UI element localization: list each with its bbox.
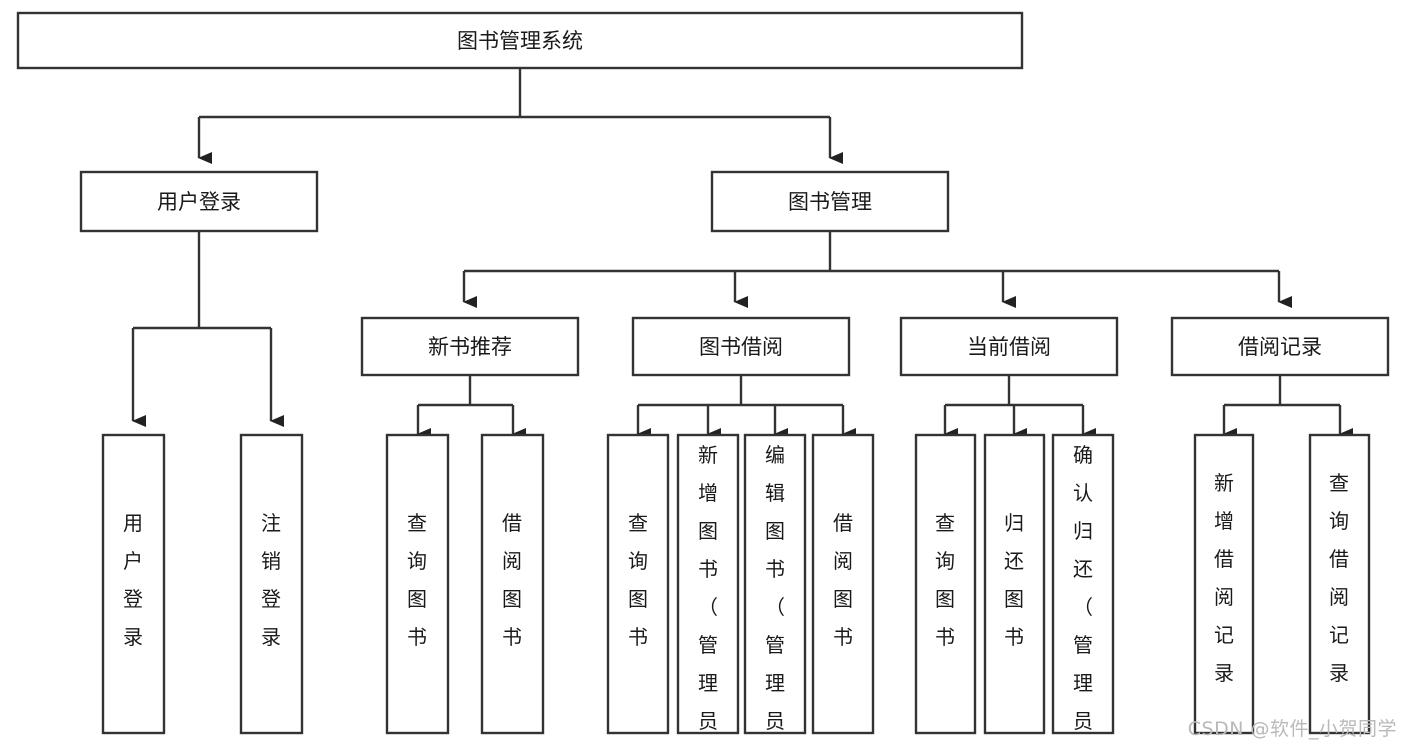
node-leaf-query-book-1-box	[385, 433, 450, 735]
node-leaf-edit-book[interactable]: 编辑图书（管理员）	[743, 433, 807, 751]
node-new-book-rec-label: 新书推荐	[428, 335, 512, 359]
node-leaf-add-record-box	[1193, 433, 1255, 735]
node-leaf-confirm-return[interactable]: 确认归还（管理员）	[1051, 433, 1115, 751]
node-leaf-user-login-label: 用户登录	[123, 511, 143, 649]
node-leaf-query-book-2-box	[606, 433, 670, 735]
node-leaf-return-book-box	[983, 433, 1046, 735]
node-leaf-add-record[interactable]: 新增借阅记录	[1193, 433, 1255, 735]
node-leaf-return-book[interactable]: 归还图书	[983, 433, 1046, 735]
node-leaf-add-record-label: 新增借阅记录	[1214, 471, 1234, 685]
node-leaf-query-book-3[interactable]: 查询图书	[914, 433, 977, 735]
node-leaf-add-book[interactable]: 新增图书（管理员）	[676, 433, 740, 751]
node-leaf-borrow-book-2-box	[811, 433, 875, 735]
node-root[interactable]: 图书管理系统	[16, 11, 1024, 70]
node-root-label: 图书管理系统	[457, 29, 583, 53]
node-book-manage[interactable]: 图书管理	[710, 170, 950, 233]
node-book-borrow-label: 图书借阅	[699, 335, 783, 359]
node-leaf-query-book-3-label: 查询图书	[935, 511, 955, 649]
node-root-box	[16, 11, 1024, 70]
node-current-borrow-box	[899, 316, 1119, 377]
node-leaf-borrow-book-1[interactable]: 借阅图书	[480, 433, 545, 735]
node-leaf-borrow-book-1-label: 借阅图书	[502, 511, 522, 649]
node-current-borrow[interactable]: 当前借阅	[899, 316, 1119, 377]
node-new-book-rec[interactable]: 新书推荐	[360, 316, 580, 377]
node-leaf-user-login-box	[101, 433, 166, 735]
node-borrow-record[interactable]: 借阅记录	[1170, 316, 1390, 377]
node-leaf-query-record-label: 查询借阅记录	[1329, 471, 1349, 685]
connector-group-current-borrow	[943, 375, 1096, 440]
connector-group-borrow-record	[1222, 375, 1353, 440]
node-borrow-record-box	[1170, 316, 1390, 377]
node-leaf-query-book-2[interactable]: 查询图书	[606, 433, 670, 735]
node-leaf-query-book-2-label: 查询图书	[628, 511, 648, 649]
connector-group-user-login	[131, 231, 284, 427]
node-leaf-return-book-label: 归还图书	[1004, 511, 1024, 649]
node-book-borrow-box	[631, 316, 851, 377]
node-book-manage-label: 图书管理	[788, 190, 872, 214]
node-current-borrow-label: 当前借阅	[967, 335, 1051, 359]
node-leaf-logout-label: 注销登录	[261, 511, 281, 649]
node-leaf-query-record[interactable]: 查询借阅记录	[1308, 433, 1371, 735]
connector-group-new-book-rec	[416, 375, 526, 440]
node-user-login-box	[79, 170, 319, 233]
node-leaf-query-book-1[interactable]: 查询图书	[385, 433, 450, 735]
node-leaf-edit-book-box	[743, 433, 807, 735]
node-leaf-add-book-box	[676, 433, 740, 735]
node-leaf-query-record-box	[1308, 433, 1371, 735]
node-book-borrow[interactable]: 图书借阅	[631, 316, 851, 377]
node-user-login-label: 用户登录	[157, 190, 241, 214]
node-leaf-borrow-book-1-box	[480, 433, 545, 735]
node-leaf-logout-box	[239, 433, 304, 735]
connector-group-book-manage	[462, 231, 1292, 308]
node-leaf-confirm-return-box	[1051, 433, 1115, 735]
node-leaf-borrow-book-2[interactable]: 借阅图书	[811, 433, 875, 735]
node-new-book-rec-box	[360, 316, 580, 377]
connector-group-root	[197, 68, 843, 164]
node-leaf-query-book-3-box	[914, 433, 977, 735]
node-leaf-logout[interactable]: 注销登录	[239, 433, 304, 735]
node-book-manage-box	[710, 170, 950, 233]
node-leaf-borrow-book-2-label: 借阅图书	[833, 511, 853, 649]
node-borrow-record-label: 借阅记录	[1238, 335, 1322, 359]
node-leaf-confirm-return-label: 确认归还（管理员）	[1073, 443, 1093, 747]
node-leaf-add-book-label: 新增图书（管理员）	[698, 443, 718, 747]
connector-group-book-borrow	[636, 375, 856, 440]
node-leaf-user-login[interactable]: 用户登录	[101, 433, 166, 735]
node-leaf-query-book-1-label: 查询图书	[407, 511, 427, 649]
node-user-login[interactable]: 用户登录	[79, 170, 319, 233]
